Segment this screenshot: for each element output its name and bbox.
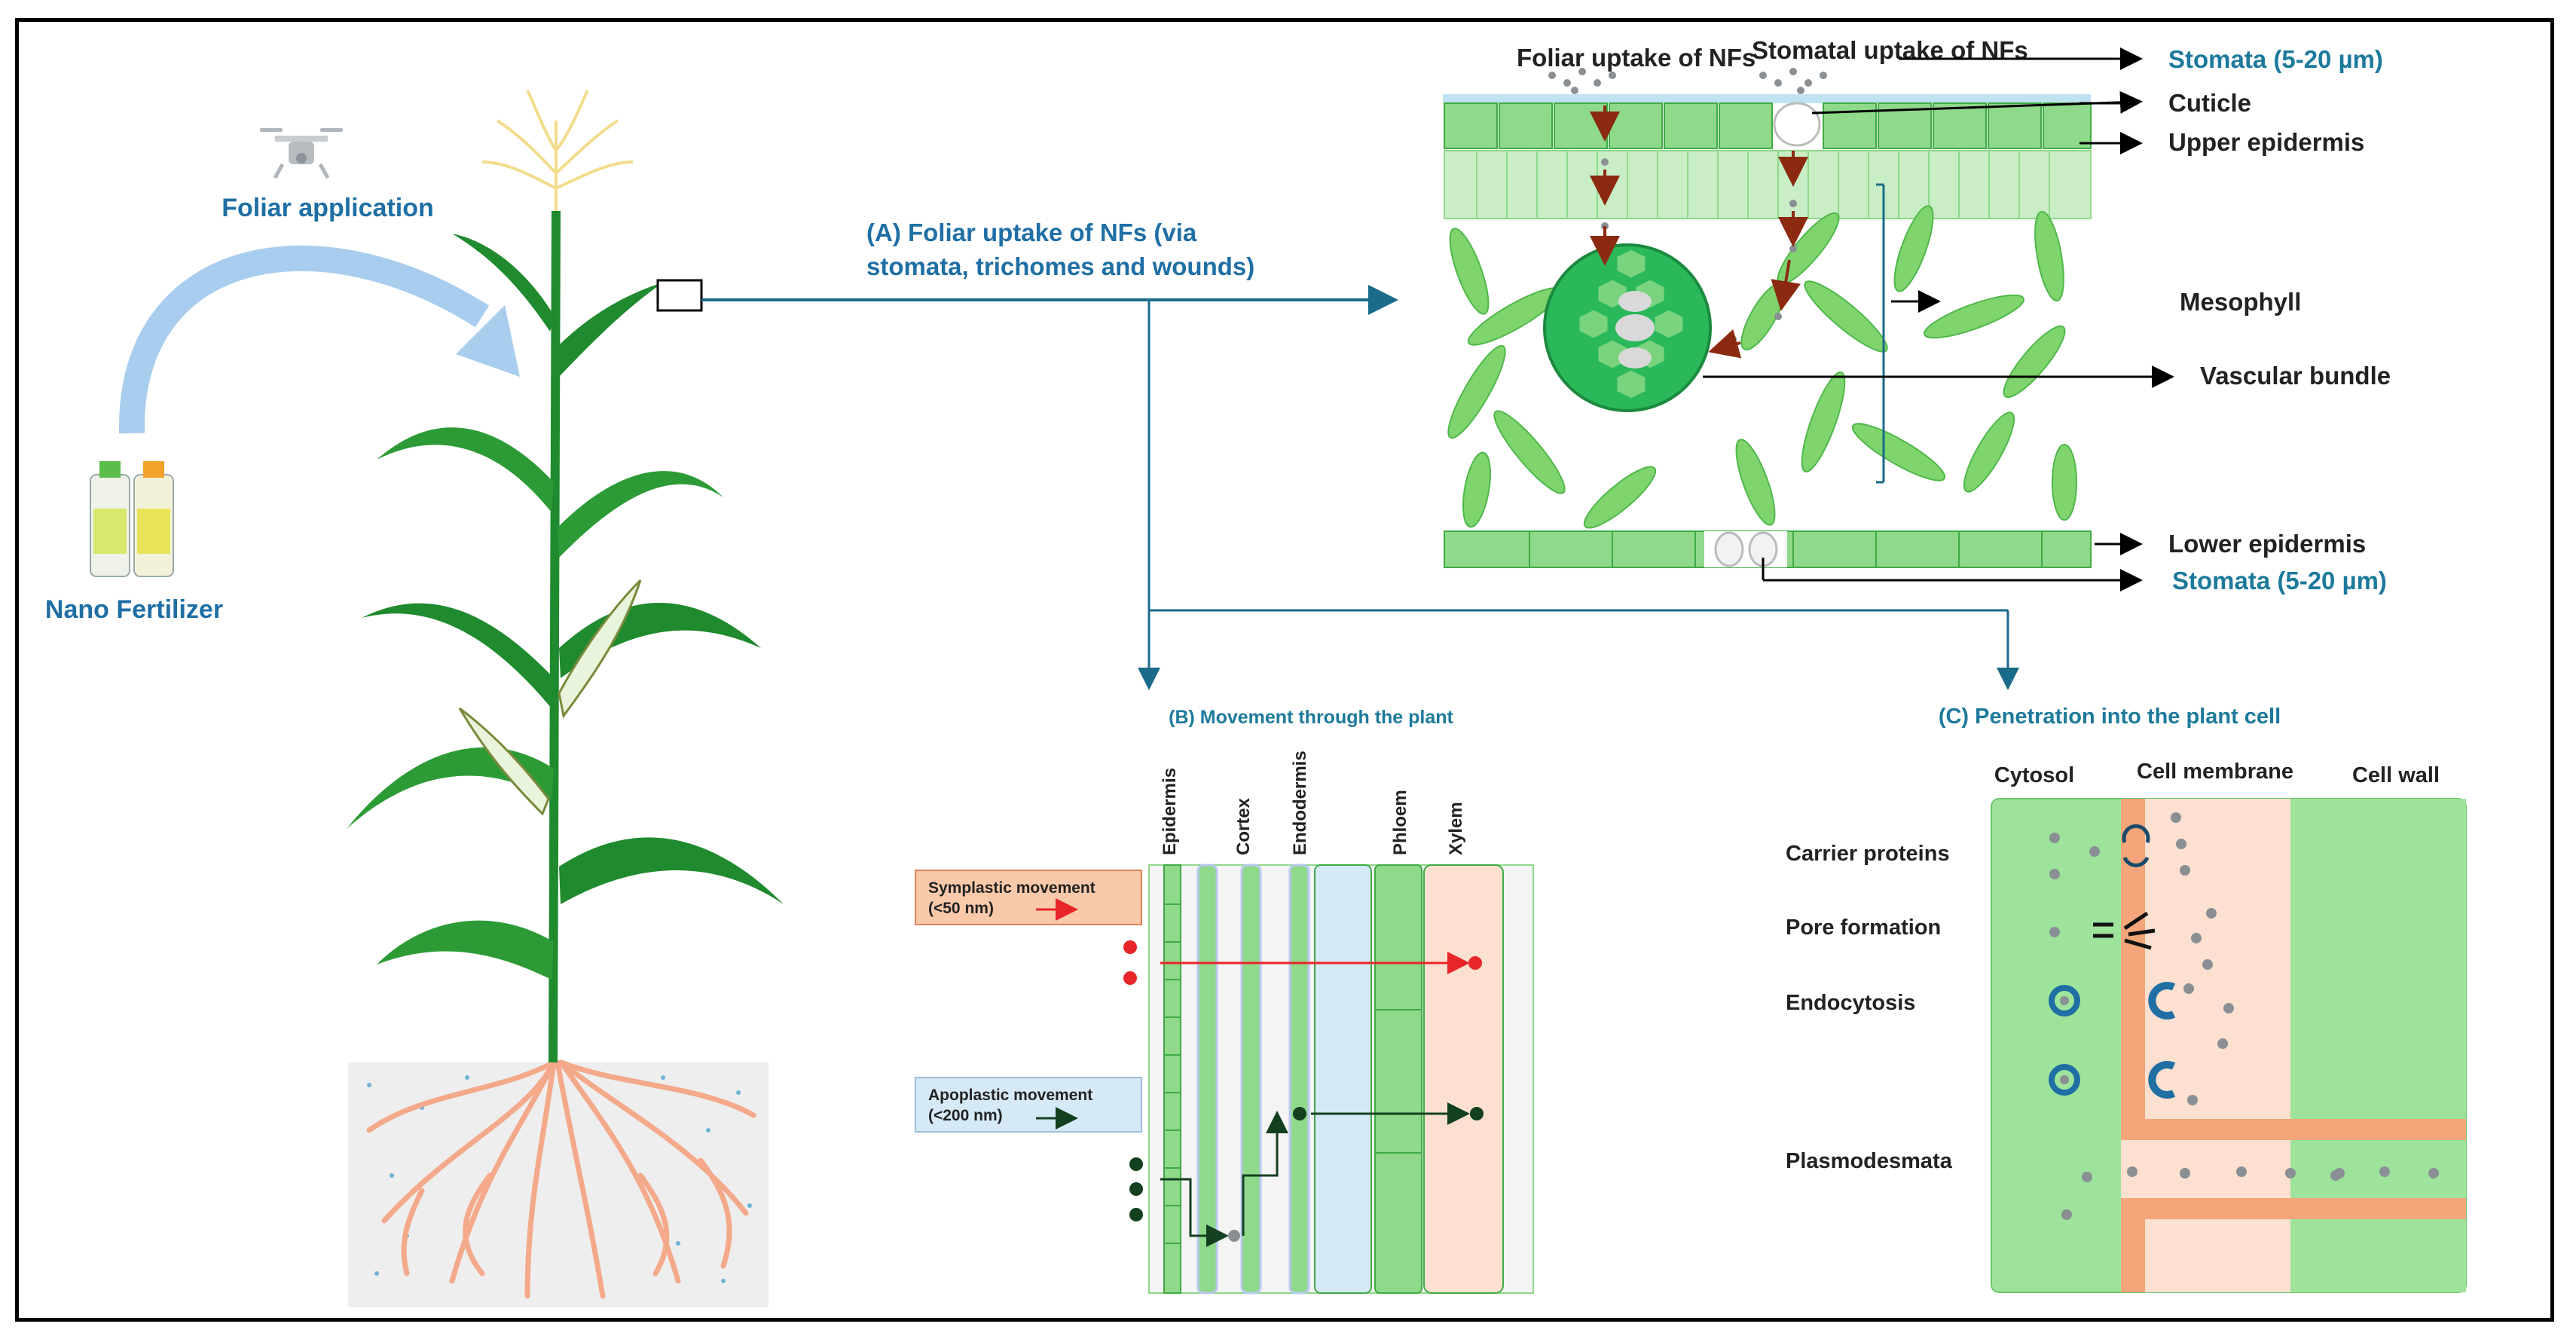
nf-particles (2049, 812, 2439, 1220)
column-xylem: Xylem (1446, 802, 1466, 855)
maize-plant (347, 90, 784, 1062)
upper-epidermis-label: Upper epidermis (2168, 128, 2364, 156)
column-cytosol: Cytosol (1994, 763, 2074, 787)
column-cell-membrane: Cell membrane (2137, 760, 2293, 784)
panel-c-title: (C) Penetration into the plant cell (1939, 705, 2281, 729)
foliar-application-label: Foliar application (222, 194, 433, 222)
apoplastic-size-label: (<200 nm) (928, 1107, 1003, 1124)
foliar-uptake-label: Foliar uptake of NFs (1517, 44, 1756, 72)
row-carrier-proteins: Carrier proteins (1786, 842, 1950, 866)
application-arrow (118, 245, 490, 434)
vascular-bundle-label: Vascular bundle (2200, 362, 2391, 390)
pore-icon (2093, 911, 2156, 950)
fertilizer-bottles (90, 461, 174, 577)
cuticle-label: Cuticle (2168, 89, 2251, 117)
symplastic-box (915, 870, 1142, 925)
panel-a-title-line1: (A) Foliar uptake of NFs (via (866, 219, 1197, 246)
apoplastic-box (915, 1077, 1142, 1133)
row-plasmodesmata: Plasmodesmata (1786, 1149, 1953, 1173)
application-arrow-head (456, 305, 520, 377)
nano-fertilizer-label: Nano Fertilizer (45, 595, 223, 624)
leaf-cross-section (1443, 68, 2092, 568)
column-endodermis: Endodermis (1290, 751, 1310, 855)
symplastic-path (1123, 940, 1482, 985)
symplastic-label: Symplastic movement (928, 879, 1095, 897)
leaf-zoom-box (656, 279, 703, 312)
row-pore-formation: Pore formation (1786, 916, 1941, 940)
row-endocytosis: Endocytosis (1786, 991, 1915, 1015)
stomata-bottom-label: Stomata (5-20 µm) (2172, 567, 2387, 595)
lower-epidermis-label: Lower epidermis (2168, 530, 2366, 558)
column-cell-wall: Cell wall (2352, 763, 2440, 787)
column-cortex: Cortex (1233, 797, 1254, 855)
endocytosis-icons (2049, 982, 2176, 1099)
drone-icon (260, 128, 343, 179)
panel-b-title: (B) Movement through the plant (1169, 707, 1453, 728)
mesophyll-label: Mesophyll (2180, 288, 2301, 316)
apoplastic-label: Apoplastic movement (928, 1087, 1092, 1104)
stomata-top-label: Stomata (5-20 µm) (2168, 45, 2383, 73)
apoplastic-path (1129, 1102, 1484, 1247)
roots (366, 1059, 756, 1299)
tissue-columns (1148, 864, 1534, 1295)
carrier-protein-icon (2122, 824, 2150, 867)
panel-a-title-line2: stomata, trichomes and wounds) (866, 252, 1254, 280)
symplastic-size-label: (<50 nm) (928, 900, 994, 917)
column-phloem: Phloem (1390, 790, 1410, 855)
soil (348, 1062, 769, 1307)
column-epidermis: Epidermis (1160, 768, 1180, 855)
cell-diagram (1991, 798, 2467, 1293)
